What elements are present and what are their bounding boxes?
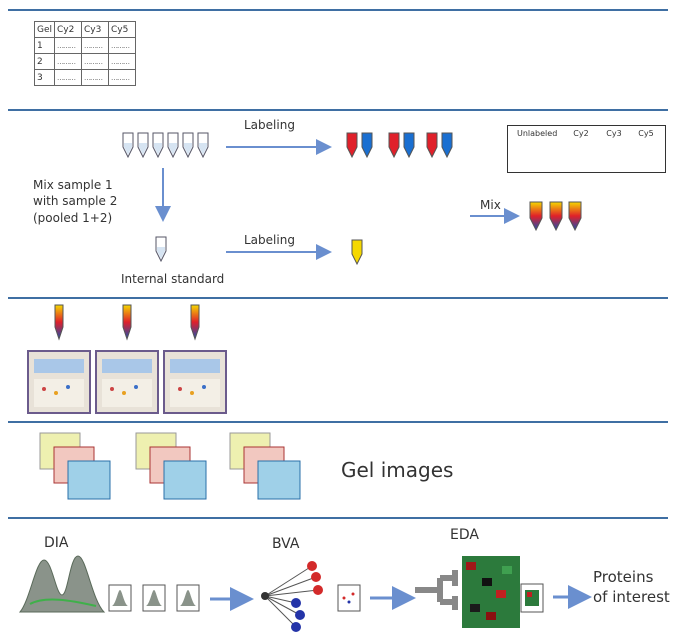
mix-instruction-line-2: with sample 2: [33, 194, 118, 208]
legend-label-unlabeled: Unlabeled: [517, 129, 558, 138]
internal-standard-label: Internal standard: [121, 272, 225, 286]
result-label-line-1: Proteins: [593, 568, 654, 586]
table-cell: ………: [108, 69, 137, 86]
gel-runs: [27, 304, 227, 414]
legend-label-cy3: Cy3: [606, 129, 622, 138]
mix-label: Mix: [480, 198, 501, 212]
section-divider: [8, 297, 668, 299]
labeling-top-label: Labeling: [244, 118, 295, 132]
labeling-bottom-label: Labeling: [244, 233, 295, 247]
dia-label: DIA: [44, 535, 69, 551]
cy2-labeled-tube: [351, 239, 363, 266]
bva-document-icon: [337, 584, 361, 612]
eda-heatmap-icon: [415, 556, 520, 628]
eda-label: EDA: [450, 527, 479, 543]
eda-document-icon: [520, 583, 544, 613]
section-divider: [8, 421, 668, 423]
document-icons: [108, 584, 200, 612]
gel-assignment-table: Gel Cy2 Cy3 Cy5 1 ……… ……… ……… 2 ……… ……… …: [33, 21, 137, 86]
dia-peak-icon: [18, 555, 106, 613]
bva-network-icon: [261, 561, 323, 632]
legend-label-cy5: Cy5: [638, 129, 654, 138]
legend-label-cy2: Cy2: [573, 129, 589, 138]
bva-label: BVA: [272, 536, 300, 552]
color-legend: Unlabeled Cy2 Cy3 Cy5: [507, 125, 666, 173]
section-divider: [8, 517, 668, 519]
table-cell: 3: [33, 69, 56, 86]
mix-instruction-line-3: (pooled 1+2): [33, 211, 113, 225]
labeled-tube-pairs: [346, 132, 453, 159]
sample-tubes: [122, 132, 209, 158]
result-label-line-2: of interest: [593, 588, 670, 606]
gel-images-label: Gel images: [341, 458, 454, 482]
gel-image-stacks: [39, 432, 301, 500]
table-header-row: Gel Cy2 Cy3 Cy5: [33, 21, 137, 38]
section-divider: [8, 109, 668, 111]
table-row: 3 ……… ……… ………: [33, 69, 137, 86]
mixed-tubes: [529, 201, 582, 232]
mix-instruction-line-1: Mix sample 1: [33, 178, 113, 192]
internal-standard-tube: [155, 236, 167, 263]
section-divider: [8, 9, 668, 11]
